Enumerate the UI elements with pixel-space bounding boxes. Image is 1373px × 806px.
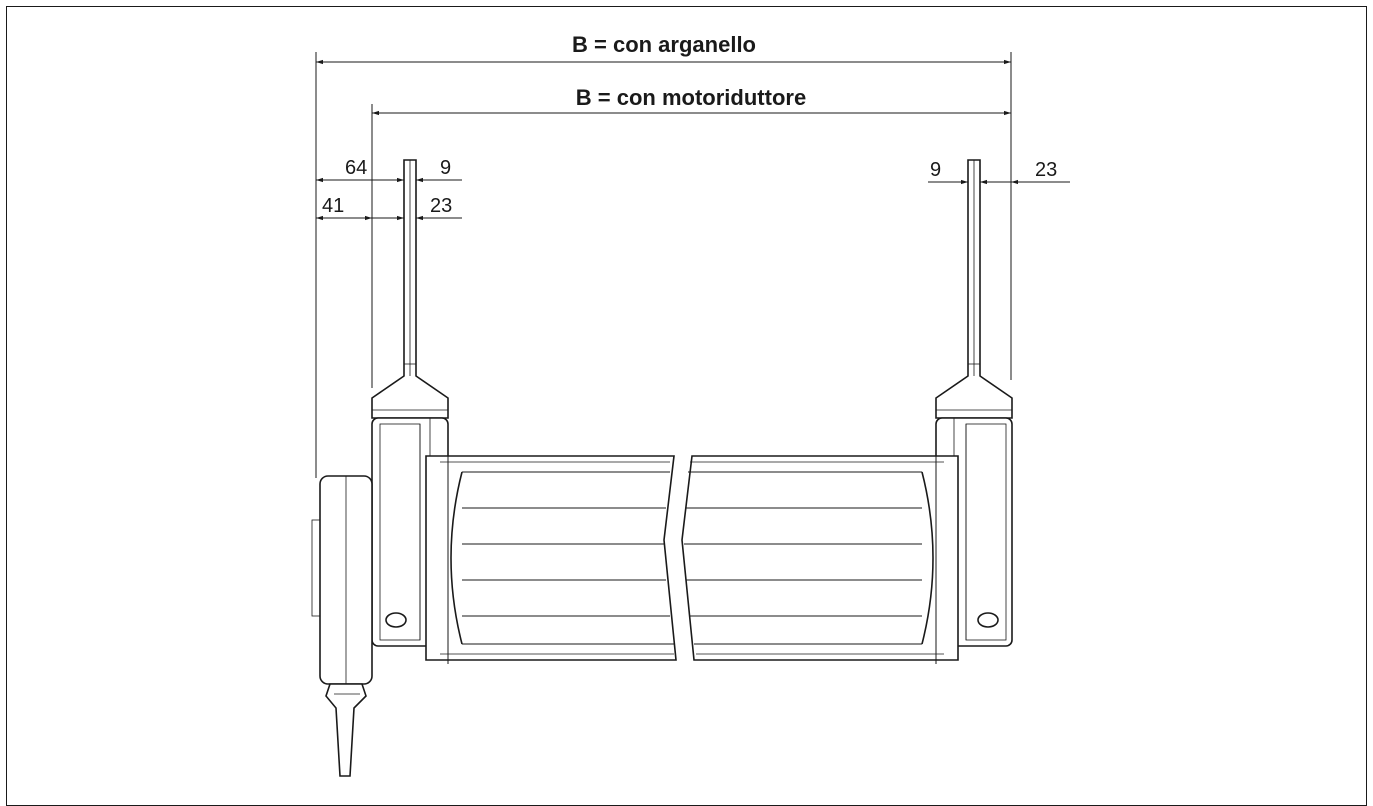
dimension-left-23: 23	[380, 195, 462, 221]
dimension-left-64: 64	[316, 157, 404, 183]
left-23-label: 23	[430, 195, 452, 217]
dimension-right-9: 9	[928, 159, 968, 185]
width-gearmotor-label: B = con motoriduttore	[576, 85, 806, 110]
left-64-label: 64	[345, 157, 367, 179]
roller-tube	[425, 452, 959, 664]
winch-crank	[311, 475, 373, 777]
right-bracket	[935, 159, 1013, 419]
left-9-label: 9	[440, 157, 451, 179]
dimension-width-winch: B = con arganello	[315, 32, 1012, 478]
right-9-label: 9	[930, 159, 941, 181]
left-bracket	[371, 159, 449, 419]
dimension-left-9: 9	[416, 157, 462, 183]
width-winch-label: B = con arganello	[572, 32, 756, 57]
dimension-width-gearmotor: B = con motoriduttore	[371, 85, 1011, 388]
right-23-label: 23	[1035, 159, 1057, 181]
dimension-right-23: 23	[980, 159, 1070, 185]
dimension-left-41: 41	[316, 195, 404, 221]
left-41-label: 41	[322, 195, 344, 217]
